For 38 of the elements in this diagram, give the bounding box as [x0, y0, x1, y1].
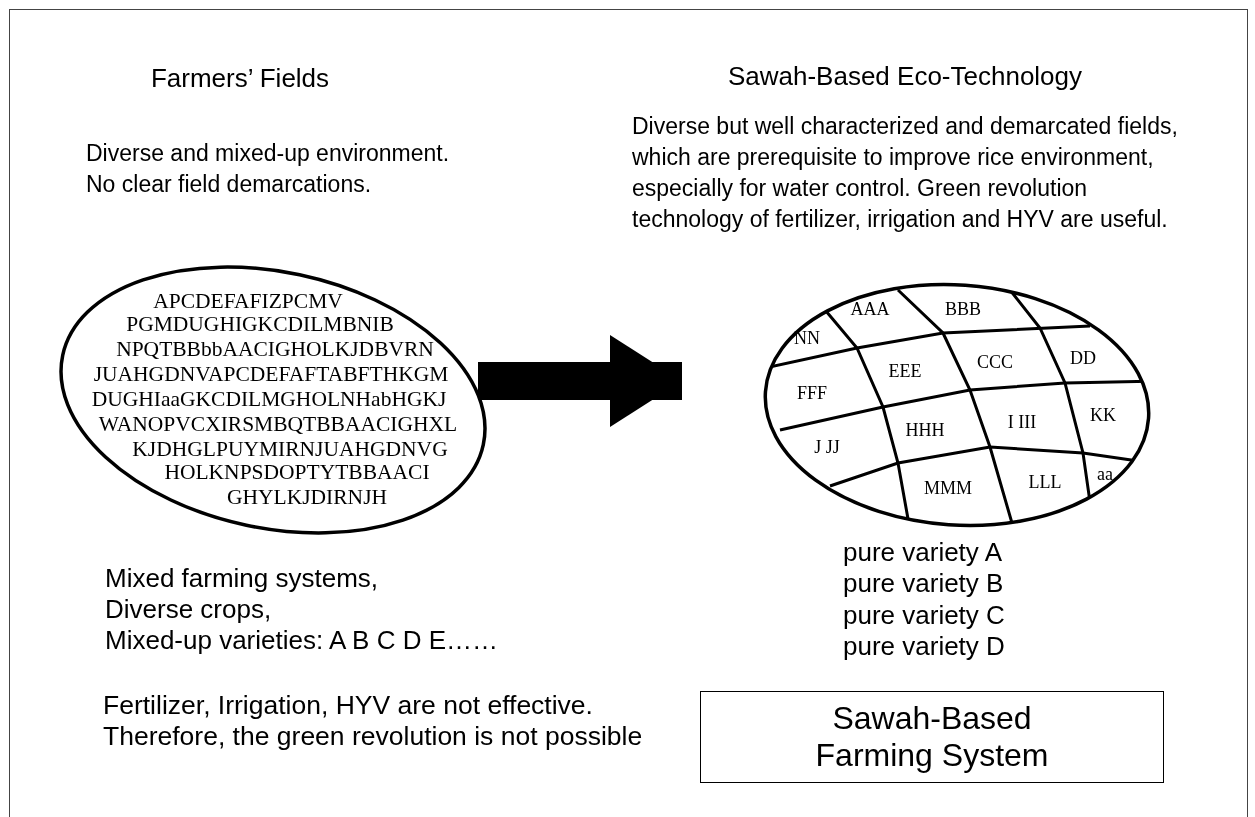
list-item: pure variety A [843, 537, 1002, 568]
description-text: Diverse but well characterized and demarcated fields, which are prerequisite to improve rice environment, especially for water control. Green revolution technology of fertilizer, irrigation and HYV are useful. [632, 112, 1179, 234]
field-label: FFF [797, 384, 827, 402]
field-label: HHH [905, 421, 945, 439]
variety-letters: KJDHGLPUYMIRNJUAHGDNVG [132, 439, 448, 461]
field-label: KK [1090, 406, 1116, 424]
variety-letters: DUGHIaaGKCDILMGHOLNHabHGKJ [91, 389, 447, 411]
field-label: EEE [888, 362, 922, 380]
field-label: LLL [1028, 473, 1062, 491]
field-label: DD [1070, 349, 1096, 367]
list-item: pure variety B [843, 568, 1004, 599]
section-heading: Farmers’ Fields [150, 63, 330, 94]
conclusion-text: Fertilizer, Irrigation, HYV are not effective. Therefore, the green revolution is not possible [103, 690, 644, 752]
variety-letters: HOLKNPSDOPTYTBBAACI [164, 462, 430, 484]
box-title: Sawah-Based Farming System [814, 700, 1050, 774]
field-label: NN [794, 329, 820, 347]
section-heading: Sawah-Based Eco-Technology [727, 61, 1083, 92]
variety-letters: GHYLKJDIRNJH [226, 487, 388, 509]
list-item: Diverse crops, [105, 594, 272, 625]
description-text: Diverse and mixed-up environment. No clear field demarcations. [86, 139, 451, 199]
list-item: pure variety D [843, 631, 1005, 662]
variety-letters: WANOPVCXIRSMBQTBBAACIGHXL [98, 414, 458, 436]
field-label: aa [1097, 465, 1113, 483]
variety-letters: JUAHGDNVAPCDEFAFTABFTHKGM [93, 364, 449, 386]
list-item: Mixed farming systems, [105, 563, 379, 594]
block-arrow [478, 335, 682, 427]
field-label: BBB [945, 300, 981, 318]
variety-letters: NPQTBBbbAACIGHOLKJDBVRN [116, 339, 434, 361]
field-label: MMM [924, 479, 972, 497]
variety-letters: PGMDUGHIGKCDILMBNIB [126, 314, 394, 336]
field-label: AAA [850, 300, 890, 318]
field-label: I III [1007, 413, 1037, 431]
field-label: J JJ [814, 438, 840, 456]
list-item: pure variety C [843, 600, 1005, 631]
system-box [700, 691, 1164, 783]
list-item: Mixed-up varieties: A B C D E…… [105, 625, 499, 656]
variety-letters: APCDEFAFIZPCMV [153, 291, 343, 313]
field-label: CCC [977, 353, 1013, 371]
